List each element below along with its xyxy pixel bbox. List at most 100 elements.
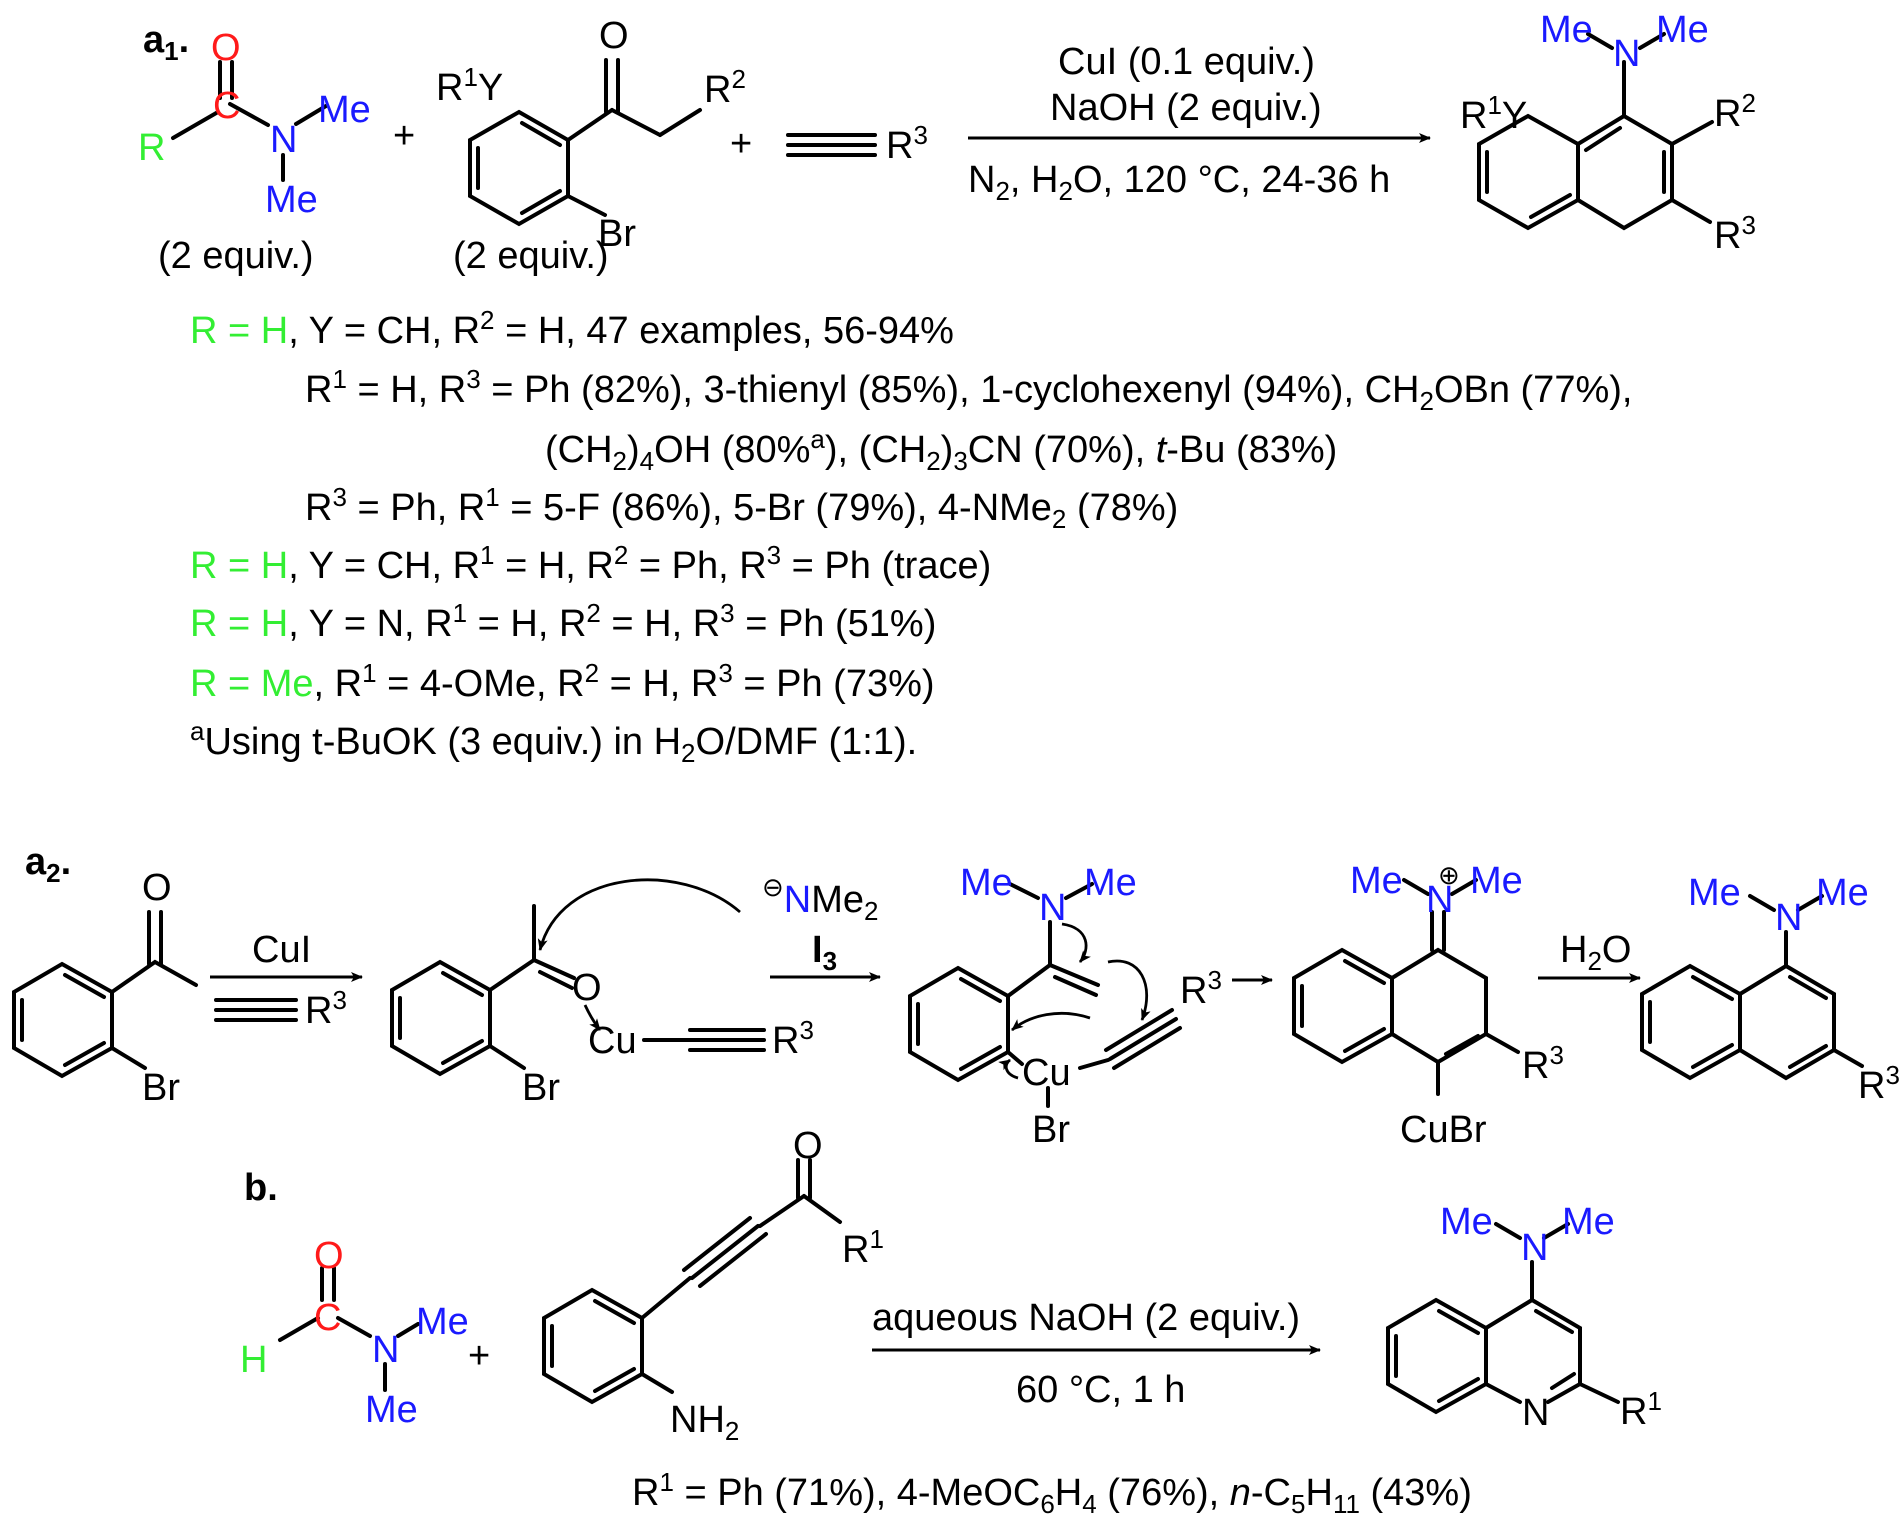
bond — [1053, 975, 1098, 997]
nitrogen-atom: N — [1426, 879, 1453, 921]
bond — [1008, 882, 1094, 900]
bond — [593, 1299, 636, 1325]
nucleophilic-attack-arrow — [537, 878, 741, 951]
bond — [228, 102, 270, 127]
methyl-label: Me — [1656, 9, 1709, 51]
bond — [1484, 1382, 1522, 1404]
scope-line-1: R = H, Y = CH, R2 = H, 47 examples, 56-9… — [190, 305, 954, 352]
r3-label: R3 — [1858, 1060, 1900, 1107]
alkyne-triple-bond — [214, 998, 298, 1022]
r3-label: R3 — [1714, 210, 1756, 257]
benzene-ring — [908, 965, 1010, 1083]
methyl-label: Me — [960, 862, 1013, 904]
bond — [1691, 975, 1734, 1001]
benzene-ring — [468, 109, 570, 227]
methyl-label: Me — [1816, 872, 1869, 914]
bond — [1343, 959, 1386, 985]
benzene-ring — [1386, 1297, 1488, 1415]
bond — [1048, 963, 1100, 987]
bond — [1550, 1372, 1576, 1390]
methyl-label: Me — [1084, 862, 1137, 904]
plus-sign: + — [393, 115, 415, 157]
panel-label-a2: a2. — [25, 841, 71, 888]
alkyne-triple-bond — [1104, 1008, 1182, 1070]
oxygen-atom: O — [793, 1125, 823, 1167]
ring-nitrogen: N — [1522, 1392, 1549, 1434]
amide-reactant-a1: O C N Me Me R (2 equiv.) — [138, 27, 371, 277]
r1-label: R1 — [842, 1224, 884, 1271]
nitrogen-atom: N — [1775, 897, 1802, 939]
bond — [802, 1194, 842, 1224]
r2-label: R2 — [1714, 88, 1756, 135]
bromoaryl-ketone-reactant: O R2 R1Y Br (2 equiv.) — [436, 15, 746, 277]
alkyne-triple-bond — [688, 1028, 766, 1052]
bond — [1670, 198, 1712, 224]
bond — [532, 958, 576, 980]
electron-push-arrow — [1061, 922, 1091, 963]
bromine-atom: Br — [1032, 1109, 1070, 1151]
hydrogen-atom: H — [240, 1339, 267, 1381]
dmf-reactant: O C N Me Me H — [240, 1235, 469, 1431]
oxygen-atom: O — [211, 27, 241, 69]
bond — [278, 1316, 320, 1342]
bond — [658, 108, 702, 137]
oxygen-atom: O — [314, 1235, 344, 1277]
bond — [488, 1044, 526, 1070]
iminium-double-bond — [1430, 910, 1446, 952]
pyridine-ring — [1484, 1297, 1582, 1404]
alkyne-triple-bond — [682, 1216, 768, 1288]
bond — [538, 970, 574, 990]
benzene-ring — [390, 959, 492, 1077]
naphthylamine-product-a2: N Me Me R3 — [1640, 872, 1900, 1107]
bond — [63, 1041, 106, 1067]
bond — [1670, 120, 1714, 146]
r3-label: R3 — [1522, 1040, 1564, 1087]
condition-temperature-time: 60 °C, 1 h — [1016, 1369, 1185, 1411]
condition-base: NaOH (2 equiv.) — [1050, 87, 1322, 129]
panel-label-a1: a1. — [143, 19, 189, 66]
methyl-label: Me — [1688, 872, 1741, 914]
bond — [520, 189, 562, 215]
carbonyl-carbon: C — [314, 1297, 341, 1339]
methyl-label: Me — [318, 89, 371, 131]
panel-a2: a2. O Br CuI R3 — [12, 841, 1900, 1151]
benzene-ring — [1292, 947, 1394, 1065]
bond — [336, 1316, 372, 1338]
r2-label: R2 — [704, 64, 746, 111]
bond — [1788, 975, 1828, 1000]
scope-footnote: aUsing t-BuOK (3 equiv.) in H2O/DMF (1:1… — [190, 716, 917, 768]
bond — [396, 1322, 420, 1338]
plus-sign: + — [730, 123, 752, 165]
r1-y-label: R1Y — [1460, 90, 1527, 137]
electron-push-arrow — [1011, 1011, 1091, 1032]
bond — [1006, 920, 1052, 998]
condition-atmosphere-temperature: N2, H2O, 120 °C, 24-36 h — [968, 159, 1390, 206]
fused-ring — [1390, 947, 1488, 1065]
bond — [1534, 1309, 1574, 1334]
bond — [520, 121, 562, 147]
equiv-label-ketone: (2 equiv.) — [453, 235, 609, 277]
copper-atom: Cu — [1022, 1052, 1071, 1094]
r3-label: R3 — [1180, 965, 1222, 1012]
aminoquinoline-product: N Me Me N R1 — [1386, 1201, 1662, 1434]
bond — [758, 1194, 806, 1228]
methyl-label: Me — [1540, 9, 1593, 51]
condition-cui: CuI — [252, 929, 311, 971]
carbonyl-double-bond — [796, 1158, 812, 1200]
scope-line-5: R = H, Y = CH, R1 = H, R2 = Ph, R3 = Ph … — [190, 540, 991, 587]
bond — [1006, 1050, 1024, 1066]
electron-push-arrow — [998, 1058, 1019, 1080]
bromine-atom: Br — [598, 213, 636, 255]
oxygen-atom: O — [599, 15, 629, 57]
bond — [1484, 1032, 1520, 1054]
r3-label: R3 — [305, 985, 347, 1032]
bond — [1437, 1377, 1480, 1403]
benzene-ring — [1477, 113, 1580, 231]
enamine-copper-intermediate: N Me Me Cu Br R3 — [908, 862, 1222, 1151]
panel-label-b: b. — [244, 1167, 278, 1209]
bond — [1578, 1382, 1620, 1404]
bromine-atom: Br — [522, 1067, 560, 1109]
panel-b: b. O C N Me Me H + O — [240, 1125, 1662, 1519]
bond — [110, 959, 198, 994]
bond — [1748, 894, 1824, 912]
